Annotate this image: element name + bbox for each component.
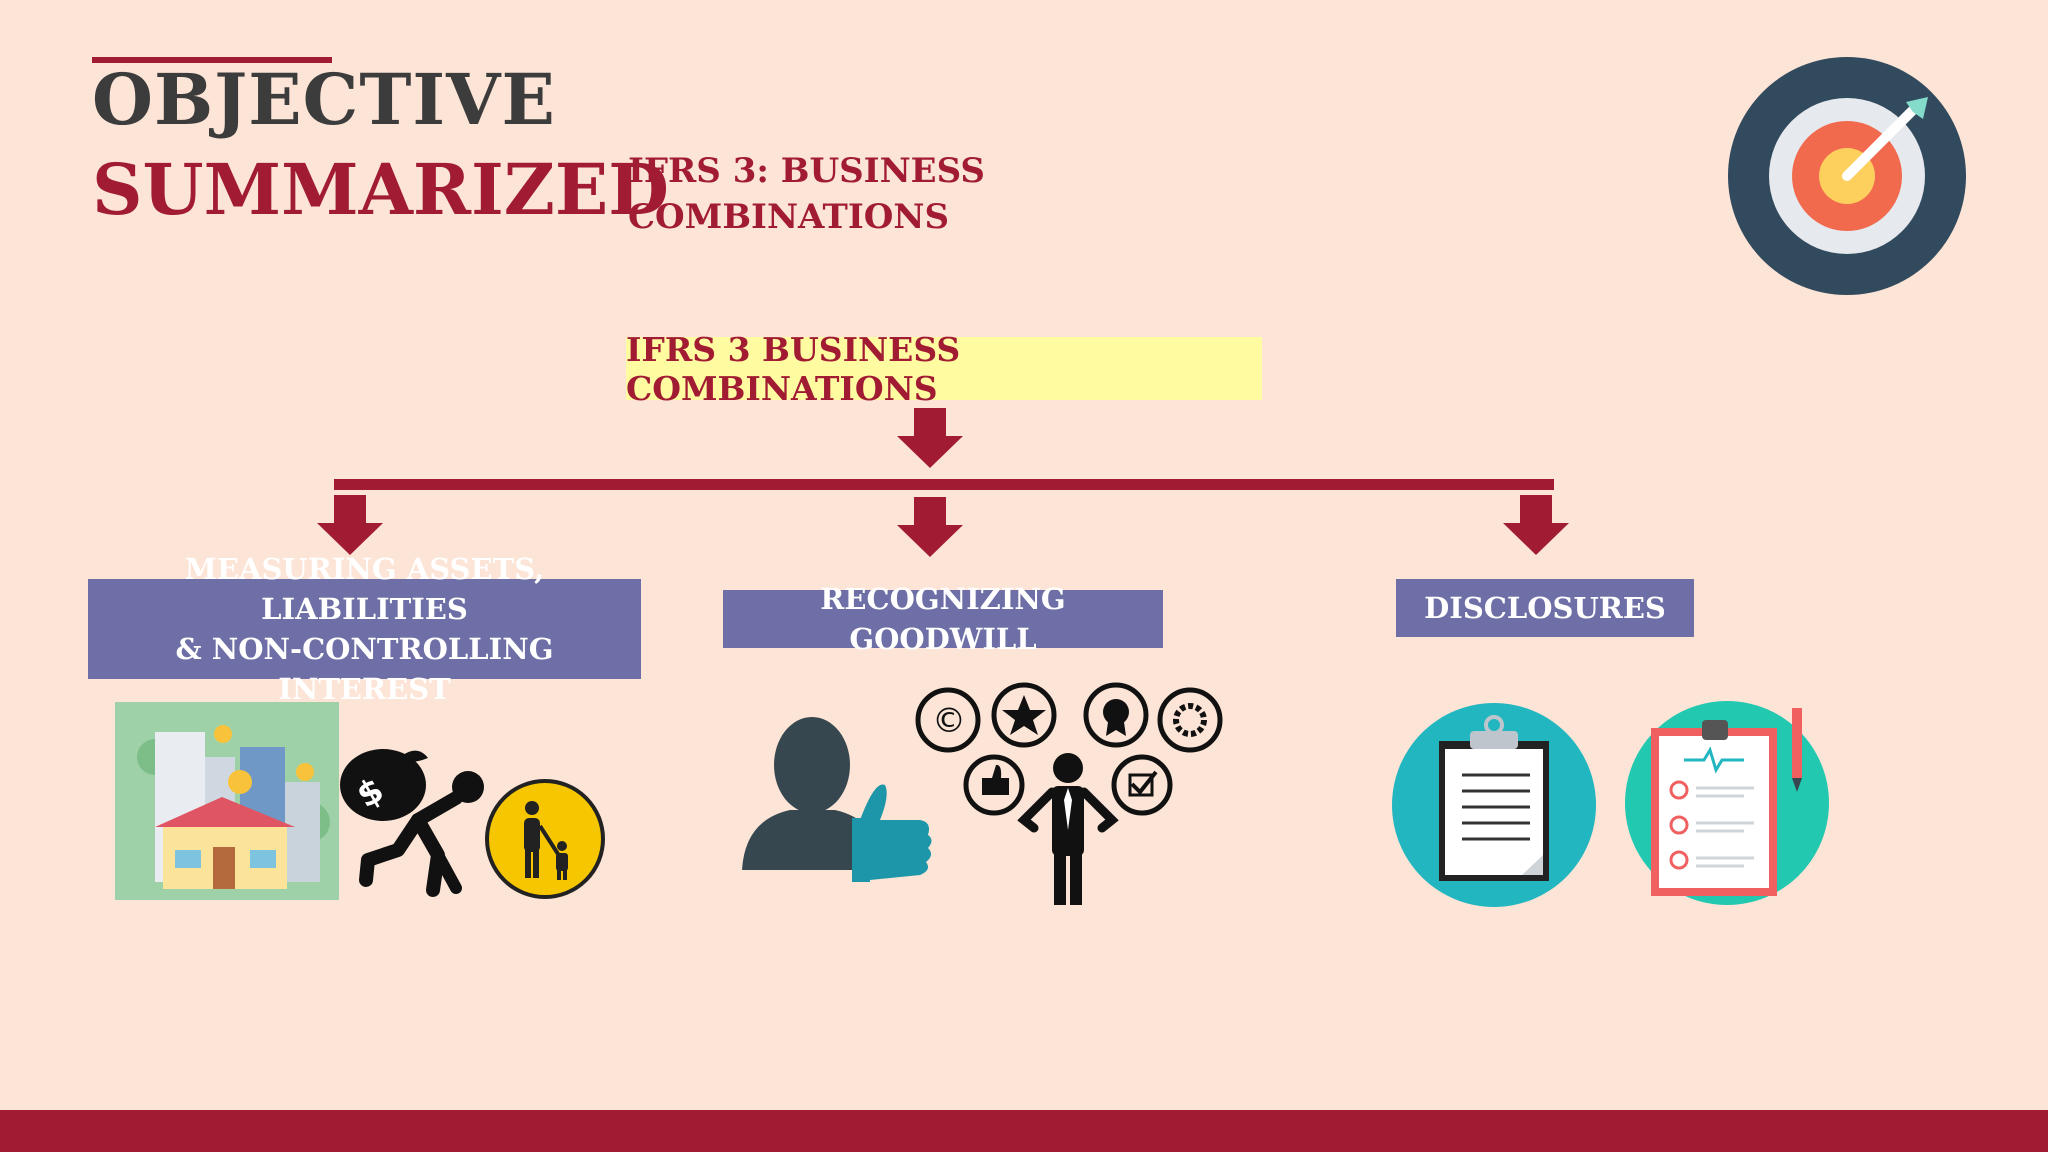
person-thumbs-up-icon <box>742 717 932 882</box>
root-node: IFRS 3 BUSINESS COMBINATIONS <box>626 330 1262 408</box>
branch-measuring-line1: MEASURING ASSETS, LIABILITIES <box>184 552 545 626</box>
branch-measuring-line2: & NON-CONTROLLING INTEREST <box>175 632 554 706</box>
down-arrow-icon <box>317 495 383 555</box>
subtitle-line1: IFRS 3: BUSINESS <box>628 151 985 191</box>
subtitle-line2: COMBINATIONS <box>628 197 950 237</box>
footer-bar <box>0 1110 2048 1152</box>
page-title-line1: OBJECTIVE <box>92 58 556 141</box>
money-bag-carrier-icon: $ <box>340 749 484 897</box>
svg-text:©: © <box>932 701 966 741</box>
branch-measuring: MEASURING ASSETS, LIABILITIES & NON-CONT… <box>88 552 641 706</box>
checklist-clipboard-icon <box>1625 701 1829 905</box>
branch-disclosures: DISCLOSURES <box>1396 579 1694 637</box>
businessman-ideas-icon: © <box>915 682 1223 905</box>
page-subtitle: IFRS 3: BUSINESS COMBINATIONS <box>628 148 985 240</box>
connector-bar <box>334 479 1554 490</box>
page-title-line2: SUMMARIZED <box>92 148 669 231</box>
down-arrow-icon <box>897 408 963 468</box>
down-arrow-icon <box>897 497 963 557</box>
parent-child-icon <box>485 779 605 899</box>
branch-goodwill: RECOGNIZING GOODWILL <box>723 582 1163 656</box>
title-underline <box>92 57 332 63</box>
house-icon <box>115 702 339 900</box>
target-icon <box>1728 57 1966 295</box>
clipboard-icon <box>1392 703 1596 907</box>
down-arrow-icon <box>1503 495 1569 555</box>
